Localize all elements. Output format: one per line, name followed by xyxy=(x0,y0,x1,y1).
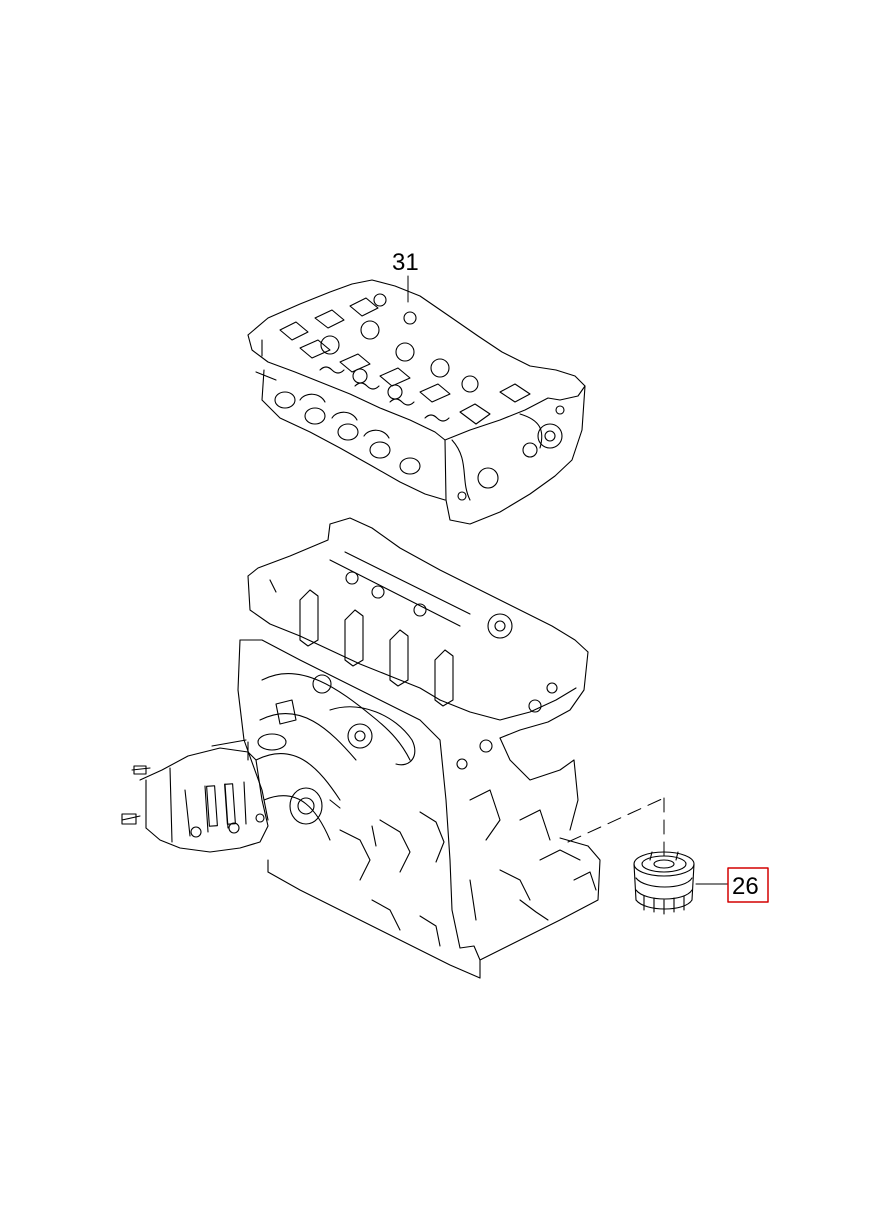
oil-filter-illustration[interactable] xyxy=(633,851,695,915)
oil-filter-mount-leader xyxy=(567,797,665,861)
callout-26-highlight-box xyxy=(727,867,769,903)
callout-26[interactable]: 26 xyxy=(732,873,759,900)
cylinder-head-illustration[interactable] xyxy=(247,279,586,525)
callout-31[interactable]: 31 xyxy=(392,249,419,276)
exhaust-manifold-illustration[interactable] xyxy=(121,739,269,853)
engine-assembly-illustration[interactable] xyxy=(237,517,601,979)
